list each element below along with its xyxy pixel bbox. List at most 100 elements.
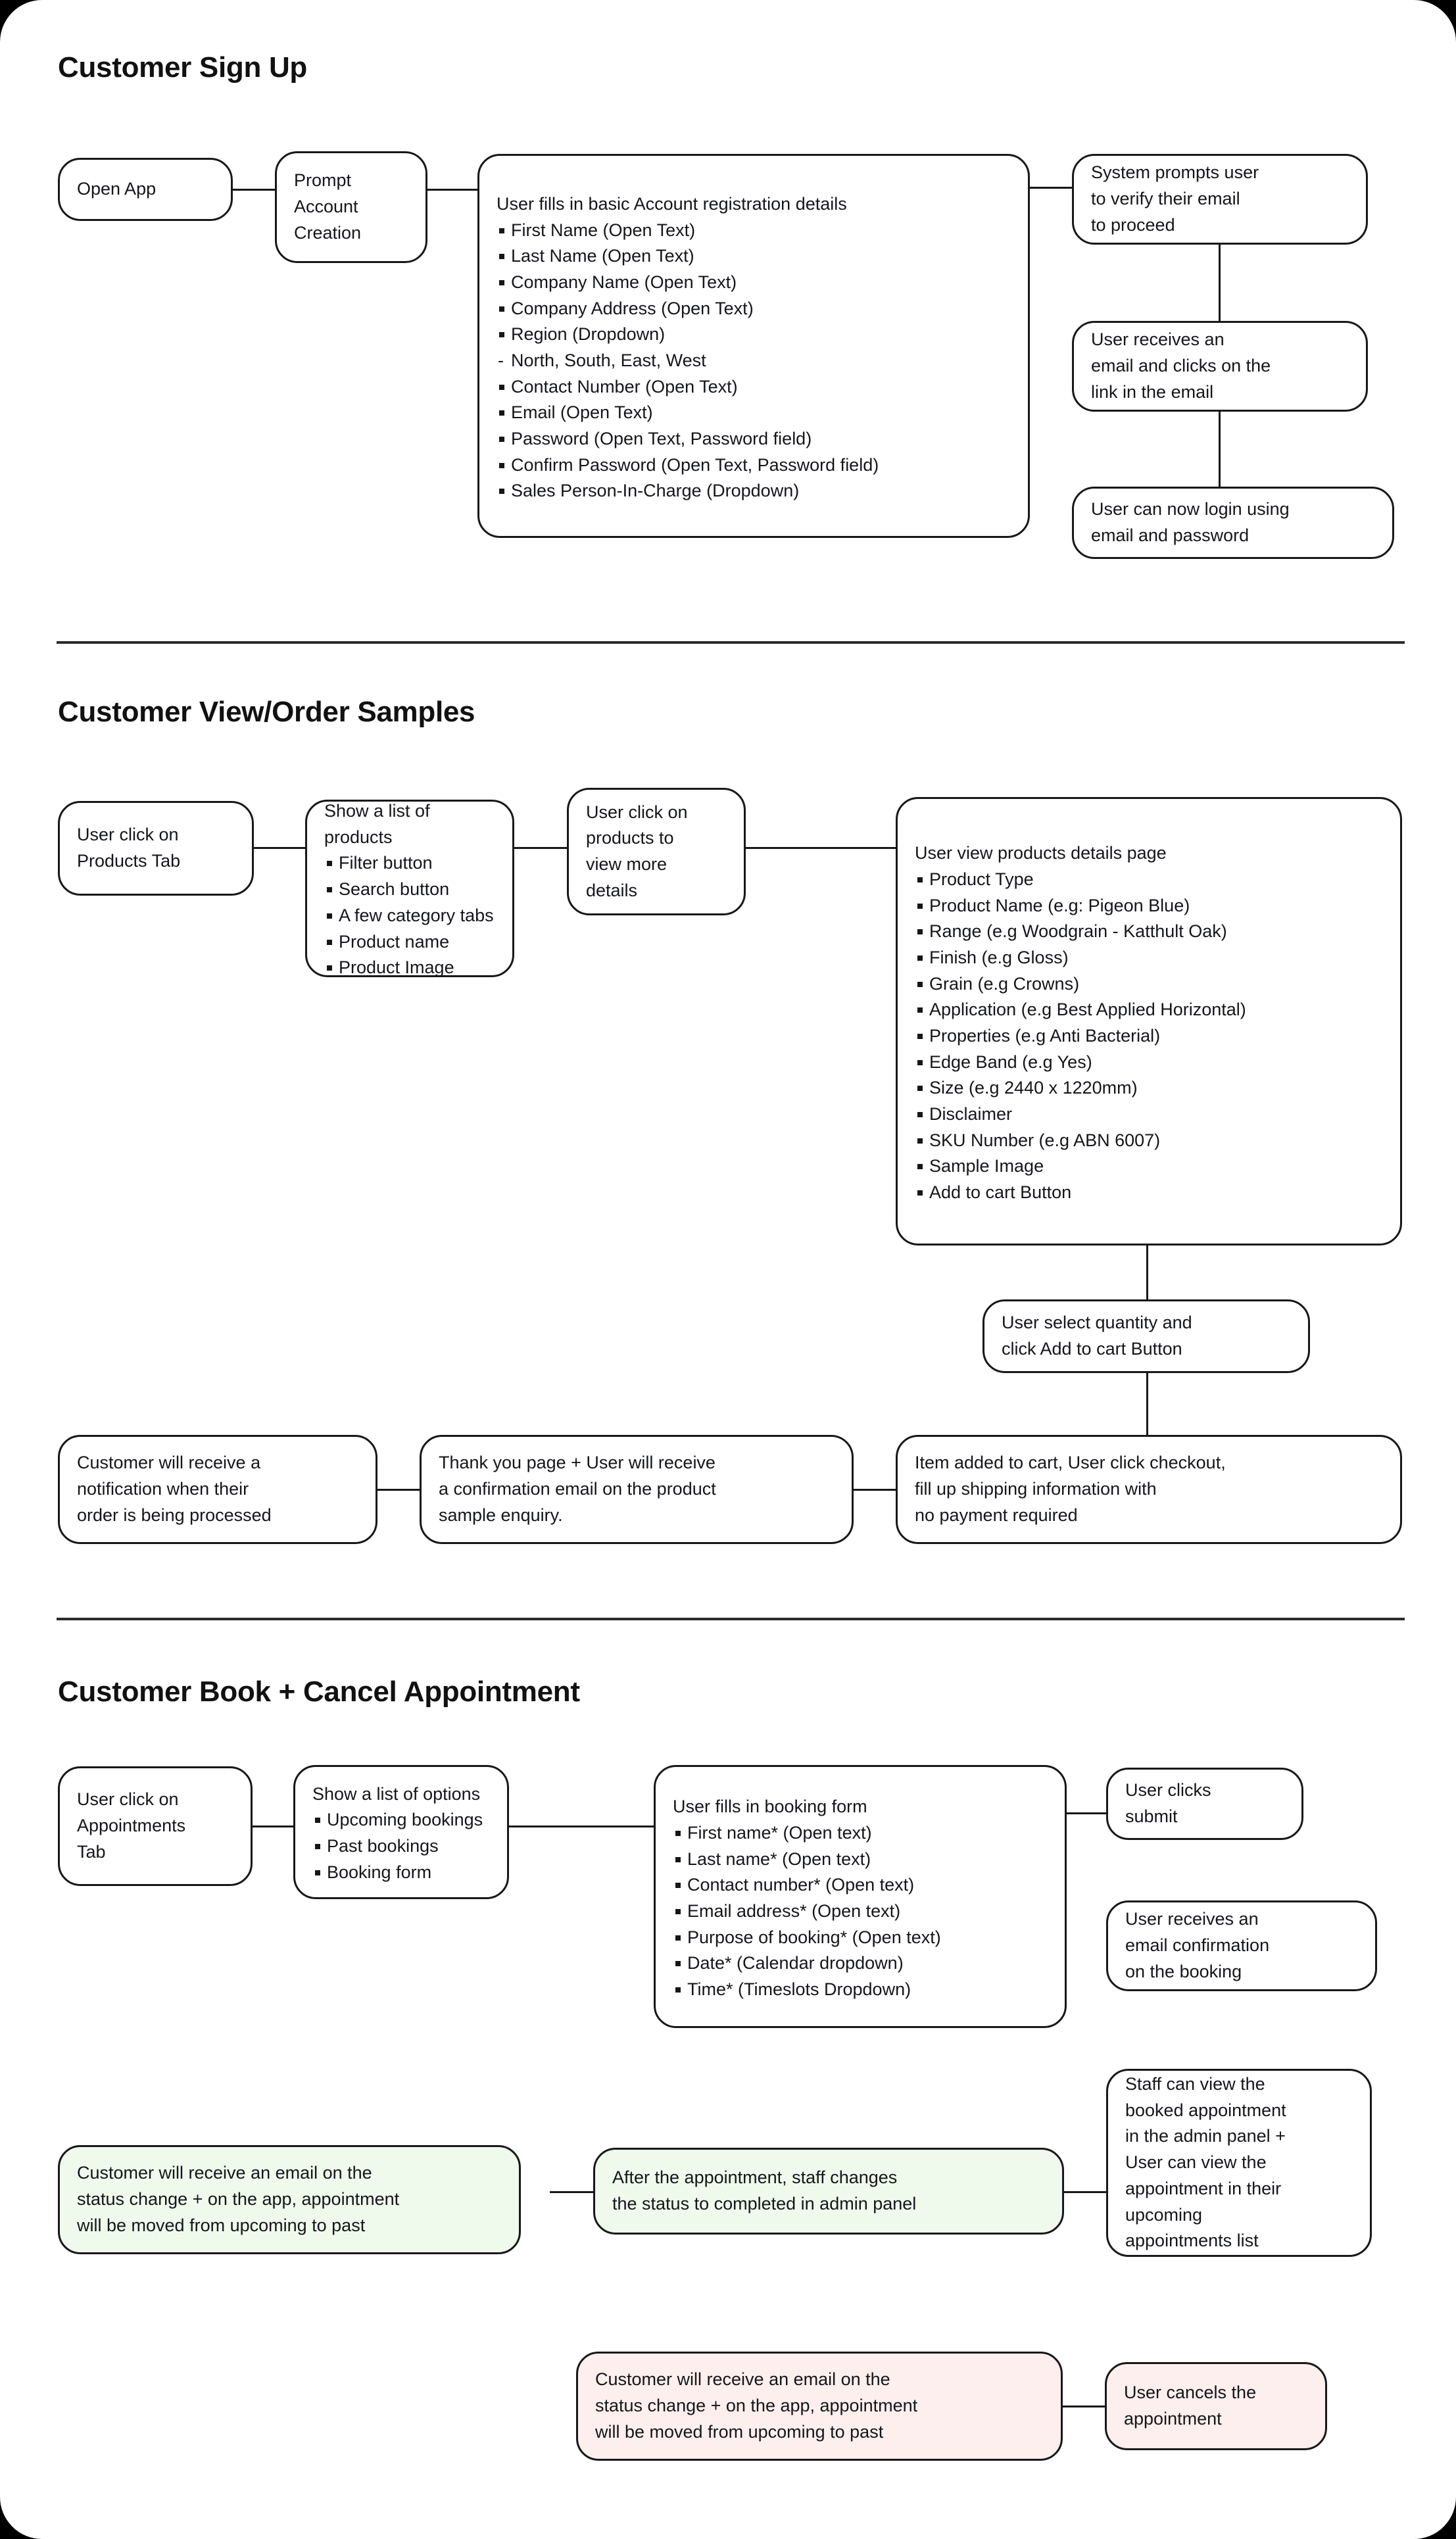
section-title-customer-sign-up: Customer Sign Up [58, 51, 307, 84]
list-item: Edge Band (e.g Yes) [915, 1050, 1383, 1076]
connector-list-to-click-details [513, 847, 568, 849]
list-item: Properties (e.g Anti Bacterial) [915, 1023, 1383, 1050]
list-item: Product Type [915, 867, 1383, 893]
section-title-customer-book-cancel-appointment: Customer Book + Cancel Appointment [58, 1676, 580, 1708]
connector-checkout-to-thankyou [852, 1489, 897, 1491]
list-item: A few category tabs [324, 903, 495, 929]
node-thank-you-page-title: Thank you page + User will receive a con… [439, 1453, 716, 1525]
node-select-quantity[interactable]: User select quantity and click Add to ca… [983, 1299, 1310, 1373]
list-item: Sales Person-In-Charge (Dropdown) [497, 478, 1011, 504]
node-open-app-title: Open App [77, 179, 157, 199]
list-item: SKU Number (e.g ABN 6007) [915, 1128, 1383, 1154]
connector-appointments-tab-to-options [251, 1826, 295, 1827]
node-registration-details[interactable]: User fills in basic Account registration… [477, 154, 1030, 538]
list-item: Disclaimer [915, 1101, 1383, 1128]
connector-staff-view-to-completes [1063, 2191, 1107, 2193]
connector-click-details-to-details-page [744, 847, 897, 849]
node-registration-details-title: User fills in basic Account registration… [497, 193, 847, 214]
list-item: Confirm Password (Open Text, Password fi… [497, 452, 1011, 479]
list-item: Date* (Calendar dropdown) [673, 1950, 1048, 1977]
list-item: First Name (Open Text) [497, 218, 1011, 244]
list-item: Add to cart Button [915, 1180, 1383, 1206]
node-click-appointments-tab[interactable]: User click on Appointments Tab [58, 1766, 253, 1886]
connector-prompt-to-registration [426, 189, 479, 191]
list-item: Email address* (Open text) [673, 1898, 1048, 1925]
list-item: Product Image [324, 955, 495, 981]
node-user-cancels-title: User cancels the appointment [1124, 2382, 1257, 2429]
node-staff-view-appointment[interactable]: Staff can view the booked appointment in… [1106, 2069, 1372, 2257]
node-list-of-products[interactable]: Show a list of products Filter button Se… [305, 800, 514, 977]
list-item: Last Name (Open Text) [497, 243, 1011, 270]
node-verify-email-prompt-title: System prompts user to verify their emai… [1091, 162, 1259, 235]
list-of-products-list: Filter button Search button A few catego… [324, 850, 495, 980]
node-click-products-tab-title: User click on Products Tab [77, 825, 181, 871]
list-item: Region (Dropdown) [497, 322, 1011, 348]
node-staff-completes[interactable]: After the appointment, staff changes the… [593, 2148, 1064, 2235]
list-item: Contact number* (Open text) [673, 1872, 1048, 1898]
list-item: North, South, East, West [497, 348, 1011, 374]
node-order-notification[interactable]: Customer will receive a notification whe… [58, 1435, 377, 1544]
node-status-change-email-green[interactable]: Customer will receive an email on the st… [58, 2145, 521, 2254]
list-item: Grain (e.g Crowns) [915, 971, 1383, 998]
node-click-products-tab[interactable]: User click on Products Tab [58, 801, 254, 896]
list-item: Upcoming bookings [312, 1807, 490, 1833]
list-item: Sample Image [915, 1153, 1383, 1180]
node-click-product-details[interactable]: User click on products to view more deta… [567, 788, 746, 915]
list-item: First name* (Open text) [673, 1820, 1048, 1847]
node-open-app[interactable]: Open App [58, 158, 233, 221]
list-item: Search button [324, 877, 495, 903]
node-can-login[interactable]: User can now login using email and passw… [1072, 487, 1394, 559]
node-prompt-account-creation-title: Prompt Account Creation [294, 170, 362, 243]
node-receives-email[interactable]: User receives an email and clicks on the… [1072, 321, 1368, 412]
node-status-change-email-pink[interactable]: Customer will receive an email on the st… [576, 2352, 1063, 2461]
connector-options-to-booking-form [508, 1826, 655, 1827]
node-staff-view-appointment-title: Staff can view the booked appointment in… [1125, 2074, 1286, 2251]
registration-details-list: First Name (Open Text) Last Name (Open T… [497, 218, 1011, 505]
node-staff-completes-title: After the appointment, staff changes the… [612, 2167, 917, 2213]
section-title-customer-view-order-samples: Customer View/Order Samples [58, 696, 475, 728]
connector-open-app-to-prompt [231, 189, 276, 191]
list-item: Product Name (e.g: Pigeon Blue) [915, 893, 1383, 919]
list-item: Application (e.g Best Applied Horizontal… [915, 997, 1383, 1023]
connector-products-tab-to-list [253, 847, 306, 849]
list-item: Product name [324, 929, 495, 955]
node-email-confirmation-title: User receives an email confirmation on t… [1125, 1909, 1270, 1981]
node-product-details-page[interactable]: User view products details page Product … [896, 797, 1402, 1245]
section-divider-1 [57, 641, 1405, 644]
list-item: Email (Open Text) [497, 400, 1011, 426]
node-list-of-options[interactable]: Show a list of options Upcoming bookings… [293, 1765, 509, 1899]
node-clicks-submit[interactable]: User clicks submit [1106, 1768, 1303, 1840]
product-details-list: Product Type Product Name (e.g: Pigeon B… [915, 867, 1383, 1206]
connector-registration-to-verify [1029, 187, 1073, 189]
connector-status-email-to-cancel [1061, 2406, 1106, 2407]
connector-quantity-to-checkout [1146, 1372, 1148, 1436]
node-clicks-submit-title: User clicks submit [1125, 1780, 1211, 1826]
node-click-appointments-tab-title: User click on Appointments Tab [77, 1789, 186, 1862]
node-email-confirmation[interactable]: User receives an email confirmation on t… [1106, 1900, 1377, 1991]
node-booking-form-title: User fills in booking form [673, 1797, 867, 1817]
connector-thankyou-to-notification [376, 1489, 421, 1491]
node-can-login-title: User can now login using email and passw… [1091, 499, 1290, 545]
list-item: Contact Number (Open Text) [497, 374, 1011, 400]
connector-booking-form-to-submit [1065, 1812, 1107, 1814]
node-product-details-page-title: User view products details page [915, 843, 1167, 863]
node-order-notification-title: Customer will receive a notification whe… [77, 1453, 272, 1525]
node-booking-form[interactable]: User fills in booking form First name* (… [654, 1765, 1067, 2028]
node-click-product-details-title: User click on products to view more deta… [586, 802, 688, 900]
node-prompt-account-creation[interactable]: Prompt Account Creation [275, 151, 427, 263]
list-item: Booking form [312, 1860, 490, 1886]
list-item: Finish (e.g Gloss) [915, 945, 1383, 971]
list-item: Time* (Timeslots Dropdown) [673, 1977, 1048, 2003]
list-item: Size (e.g 2440 x 1220mm) [915, 1075, 1383, 1101]
list-item: Company Address (Open Text) [497, 296, 1011, 322]
node-thank-you-page[interactable]: Thank you page + User will receive a con… [420, 1435, 854, 1544]
list-item: Filter button [324, 850, 495, 877]
node-item-added-checkout-title: Item added to cart, User click checkout,… [915, 1453, 1226, 1525]
connector-details-page-to-quantity [1146, 1244, 1148, 1301]
node-user-cancels[interactable]: User cancels the appointment [1105, 2362, 1327, 2450]
connector-completes-to-status-email [550, 2191, 595, 2193]
node-item-added-checkout[interactable]: Item added to cart, User click checkout,… [896, 1435, 1402, 1544]
node-verify-email-prompt[interactable]: System prompts user to verify their emai… [1072, 154, 1368, 245]
list-item: Purpose of booking* (Open text) [673, 1925, 1048, 1951]
